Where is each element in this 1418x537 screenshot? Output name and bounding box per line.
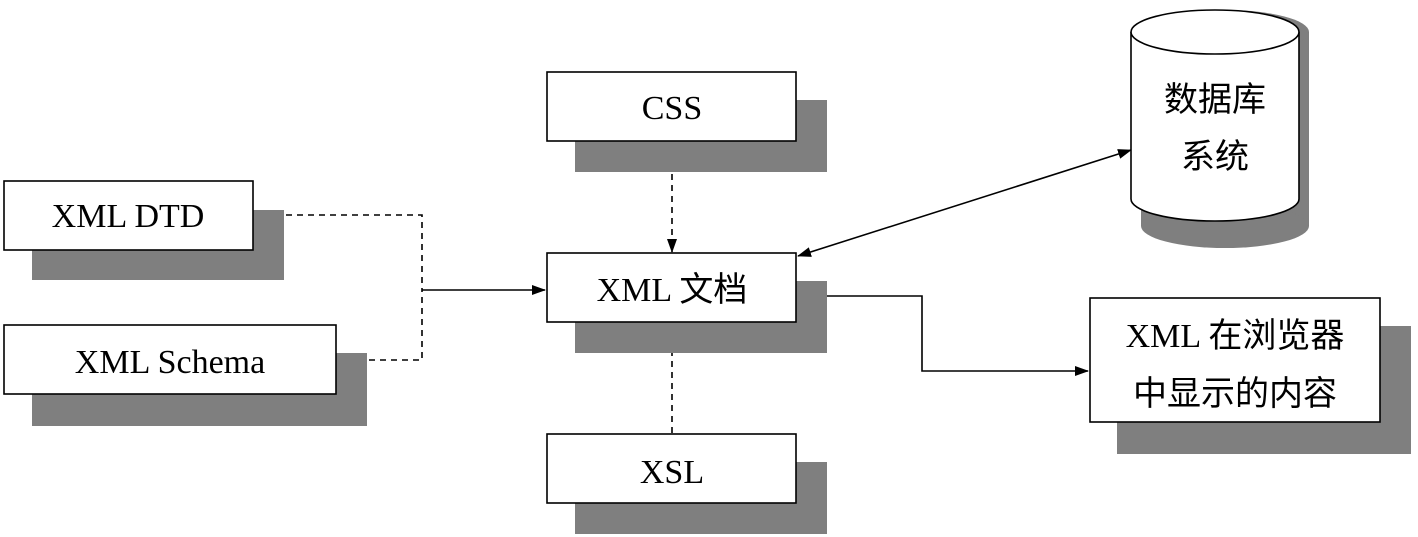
node-label: XML DTD <box>52 198 205 235</box>
node-xml-dtd: XML DTD <box>3 180 284 280</box>
node-label: XSL <box>640 454 704 491</box>
node-box <box>546 433 797 504</box>
browser-label-line2: 中显示的内容 <box>1133 375 1337 413</box>
node-box <box>1089 297 1381 423</box>
node-xml-document: XML 文档 <box>546 252 827 353</box>
edge-dtd-to-junction <box>253 214 423 290</box>
connectors <box>253 141 1132 433</box>
node-xsl: XSL <box>546 433 827 534</box>
node-label: XML Schema <box>75 344 265 381</box>
browser-label-line1: XML 在浏览器 <box>1126 317 1345 355</box>
database-label-line2: 系统 <box>1181 138 1249 176</box>
node-box <box>546 71 797 142</box>
edge-schema-to-junction <box>336 290 423 361</box>
node-browser-display: XML 在浏览器 中显示的内容 <box>1089 297 1411 454</box>
node-label: XML 文档 <box>597 271 748 309</box>
database-label-line1: 数据库 <box>1164 81 1266 119</box>
node-box <box>3 324 337 395</box>
node-box <box>546 252 797 323</box>
database-cylinder <box>1130 9 1300 222</box>
edge-xml-doc-to-browser <box>798 295 1089 376</box>
edge-xml-doc-database <box>797 149 1132 257</box>
node-css: CSS <box>546 71 827 172</box>
node-database: 数据库 系统 <box>1130 9 1309 248</box>
node-label: CSS <box>642 90 703 127</box>
node-box <box>3 180 254 251</box>
node-xml-schema: XML Schema <box>3 324 367 426</box>
